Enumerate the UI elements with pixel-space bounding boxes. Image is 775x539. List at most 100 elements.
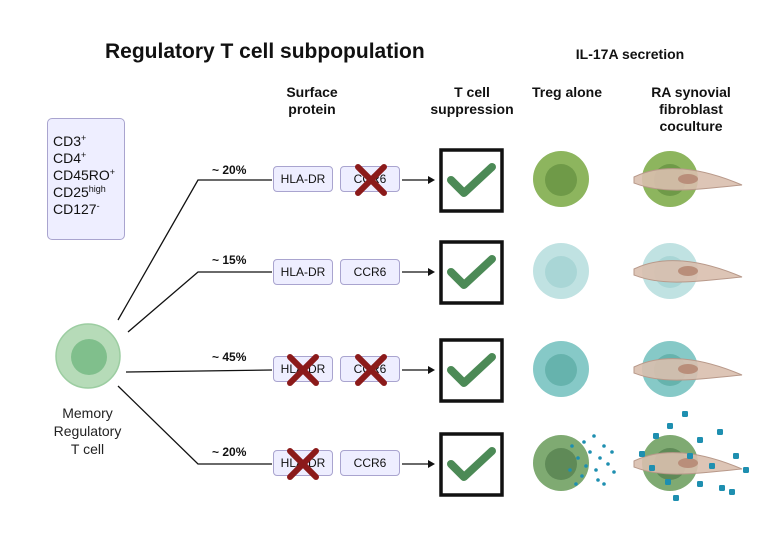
connector-row-3	[125, 369, 273, 373]
marker-cd4: CD4+	[53, 150, 124, 167]
marker-cd45ro-sup: +	[109, 167, 116, 177]
cells	[55, 151, 743, 491]
arrowhead-row-4	[428, 460, 435, 468]
il17a-dot-large-5	[717, 429, 723, 435]
il17a-dot-large-13	[719, 485, 725, 491]
header-surface-line1: Surface	[286, 84, 338, 100]
il17a-dot-large-9	[709, 463, 715, 469]
il17a-dot-small-16	[602, 482, 606, 486]
memory-label-line2: Regulatory	[53, 423, 122, 439]
page-title: Regulatory T cell subpopulation	[105, 40, 425, 63]
header-suppression-line1: T cell	[454, 84, 490, 100]
memory-cell-label: Memory Regulatory T cell	[40, 404, 135, 458]
header-coculture: RA synovial fibroblast coculture	[636, 84, 746, 135]
header-t-cell-suppression: T cell suppression	[420, 84, 524, 118]
il17a-dot-large-3	[653, 433, 659, 439]
memory-label-line3: T cell	[70, 441, 105, 457]
row-1-check-icon	[447, 163, 496, 197]
row-3-ccr6-pill: CCR6	[340, 356, 400, 382]
arrowhead-row-2	[428, 268, 435, 276]
connector-row-2	[127, 271, 272, 333]
marker-cd45ro-base: CD45RO	[53, 167, 110, 183]
il17a-dot-small-4	[602, 444, 606, 448]
il17a-dot-large-15	[729, 489, 735, 495]
il17a-dot-large-11	[665, 479, 671, 485]
marker-cd127: CD127-	[53, 201, 124, 218]
il17a-dot-small-17	[574, 482, 578, 486]
marker-cd25-sup: high	[88, 184, 106, 194]
marker-box: CD3+ CD4+ CD45RO+ CD25high CD127-	[47, 118, 125, 240]
marker-cd127-base: CD127	[53, 201, 97, 217]
row-1-hla-dr-pill: HLA-DR	[273, 166, 333, 192]
header-coculture-line1: RA synovial	[651, 84, 731, 100]
row-3-treg-nucleus	[545, 354, 577, 386]
marker-cd3-sup: +	[81, 133, 87, 143]
row-3-hla-dr-pill: HLA-DR	[273, 356, 333, 382]
row-1-ccr6-pill: CCR6	[340, 166, 400, 192]
il17a-dot-large-16	[743, 467, 749, 473]
row-4-hla-dr-pill: HLA-DR	[273, 450, 333, 476]
row-3-percent: ~ 45%	[212, 350, 247, 364]
row-4-percent: ~ 20%	[212, 445, 247, 459]
row-2-fibroblast-nucleus	[678, 266, 698, 276]
il17a-dot-small-3	[592, 434, 596, 438]
row-4-check-icon	[447, 447, 496, 481]
row-4-treg-nucleus	[545, 448, 577, 480]
connector-row-4	[117, 385, 272, 465]
il17a-dot-large-8	[649, 465, 655, 471]
marker-cd25: CD25high	[53, 184, 124, 201]
il17a-dot-small-9	[584, 464, 588, 468]
memory-label-line1: Memory	[62, 405, 113, 421]
il17a-dot-large-10	[733, 453, 739, 459]
row-3-checkbox	[439, 338, 504, 403]
row-3-fibroblast-nucleus	[678, 364, 698, 374]
connector-row-1	[117, 179, 272, 321]
il17a-dot-small-1	[570, 444, 574, 448]
row-2-percent: ~ 15%	[212, 253, 247, 267]
il17a-dot-large-14	[673, 495, 679, 501]
row-4-fibroblast-nucleus	[678, 458, 698, 468]
marker-cd25-base: CD25	[53, 184, 89, 200]
il17a-dot-small-5	[588, 450, 592, 454]
il17a-dot-small-15	[612, 470, 616, 474]
row-1-percent: ~ 20%	[212, 163, 247, 177]
il17a-dot-small-13	[580, 474, 584, 478]
il17a-dot-large-12	[697, 481, 703, 487]
row-1-fibroblast-nucleus	[678, 174, 698, 184]
il17a-dot-small-14	[596, 478, 600, 482]
il17a-dot-large-4	[697, 437, 703, 443]
marker-cd3: CD3+	[53, 133, 124, 150]
header-treg-alone: Treg alone	[531, 84, 603, 100]
arrowhead-row-3	[428, 366, 435, 374]
row-4-checkbox	[439, 432, 504, 497]
il17a-dot-small-12	[568, 468, 572, 472]
marker-cd127-sup: -	[96, 201, 100, 211]
header-surface-line2: protein	[288, 101, 336, 117]
marker-cd4-base: CD4	[53, 150, 82, 166]
row-3-check-icon	[447, 353, 496, 387]
il17a-dot-small-2	[582, 440, 586, 444]
il17a-dot-large-2	[667, 423, 673, 429]
header-suppression-line2: suppression	[430, 101, 514, 117]
memory-cell-nucleus	[71, 339, 107, 375]
il17a-dot-large-6	[639, 451, 645, 457]
marker-cd3-base: CD3	[53, 133, 82, 149]
suppression-checks	[439, 148, 504, 497]
header-coculture-line3: coculture	[659, 118, 723, 134]
row-1-treg-nucleus	[545, 164, 577, 196]
il17a-dot-small-8	[576, 456, 580, 460]
header-il17a: IL-17A secretion	[575, 46, 685, 62]
marker-cd45ro: CD45RO+	[53, 167, 124, 184]
arrowhead-row-1	[428, 176, 435, 184]
row-2-hla-dr-pill: HLA-DR	[273, 259, 333, 285]
row-2-check-icon	[447, 255, 496, 289]
il17a-dot-small-6	[598, 456, 602, 460]
header-coculture-line2: fibroblast	[659, 101, 723, 117]
row-2-ccr6-pill: CCR6	[340, 259, 400, 285]
marker-cd4-sup: +	[81, 150, 87, 160]
il17a-dot-large-7	[687, 453, 693, 459]
row-4-ccr6-pill: CCR6	[340, 450, 400, 476]
il17a-dot-small-7	[610, 450, 614, 454]
il17a-dot-small-11	[606, 462, 610, 466]
